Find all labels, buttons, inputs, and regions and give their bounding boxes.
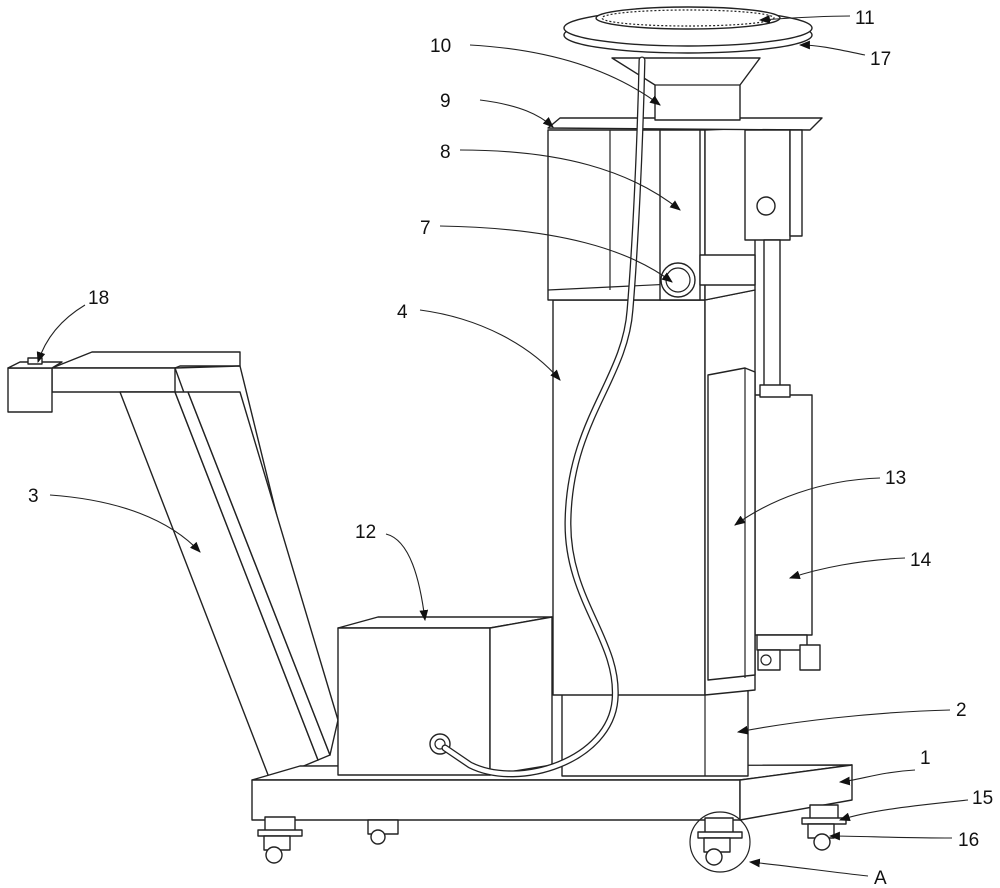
label-8: 8 [440,142,451,163]
side-panel [708,368,755,680]
label-13: 13 [885,468,906,489]
label-4: 4 [397,302,408,323]
caster-wheel [258,817,302,863]
piston-rod [764,240,780,400]
caster-wheel [802,805,846,850]
lower-column [562,690,748,776]
connector-housing [612,58,760,120]
label-12: 12 [355,522,376,543]
pulley [661,263,695,297]
label-17: 17 [870,49,891,70]
label-7: 7 [420,218,431,239]
label-14: 14 [910,550,932,571]
inclined-frame [52,352,338,780]
label-1: 1 [920,748,931,769]
caster-wheel [368,820,398,844]
label-A: A [874,868,887,888]
label-11: 11 [855,8,875,29]
upper-frame [548,128,755,300]
label-18: 18 [88,288,109,309]
label-16: 16 [958,830,979,851]
spray-disk [564,7,812,53]
guide-block [745,130,802,240]
label-15: 15 [972,788,993,809]
caster-wheel [690,812,750,872]
label-3: 3 [28,486,39,507]
label-10: 10 [430,36,451,57]
label-9: 9 [440,91,451,112]
label-2: 2 [956,700,967,721]
electric-cylinder [755,385,820,670]
